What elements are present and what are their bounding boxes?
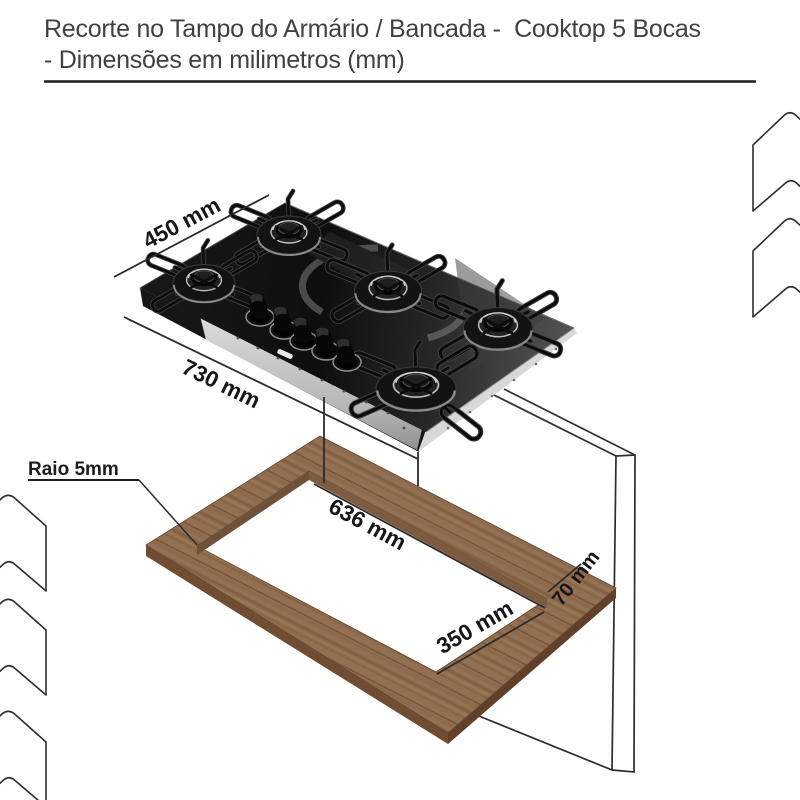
svg-text:- Dimensões em milimetros (mm): - Dimensões em milimetros (mm) [44,46,405,74]
svg-text:450 mm: 450 mm [139,192,225,253]
svg-text:Recorte no Tampo do Armário /: Recorte no Tampo do Armário / Bancada - … [44,15,701,43]
svg-text:Raio 5mm: Raio 5mm [28,459,119,480]
